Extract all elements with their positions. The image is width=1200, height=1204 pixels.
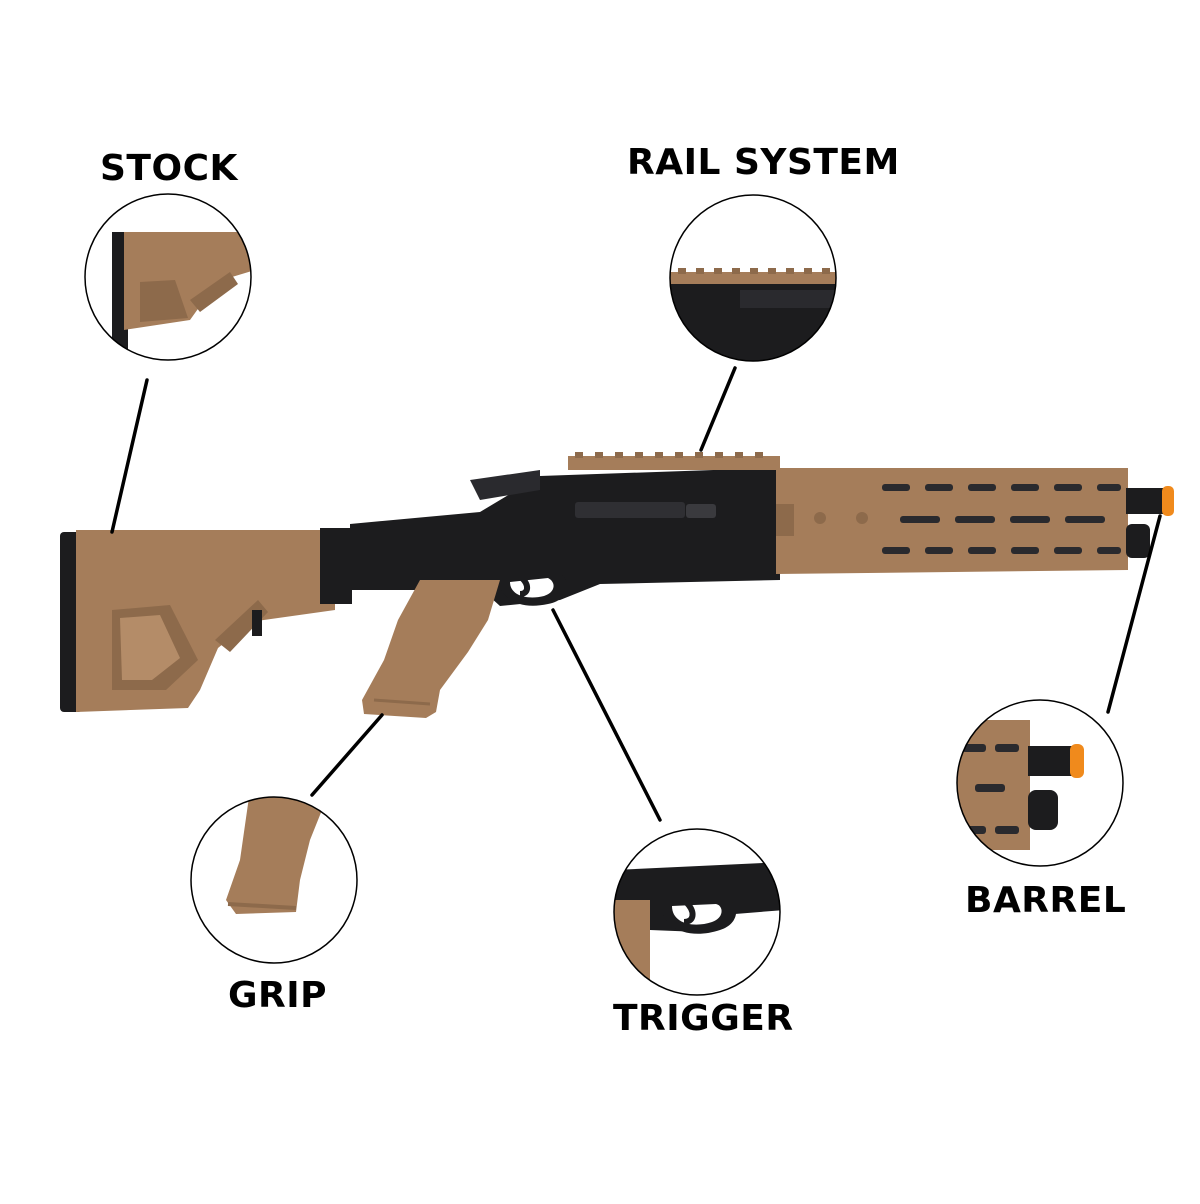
barrel-part [1126, 486, 1174, 558]
barrel-label: BARREL [965, 880, 1127, 921]
stock-part [60, 528, 352, 712]
handguard-part [776, 468, 1128, 574]
grip-part [362, 580, 500, 718]
grip-label: GRIP [228, 975, 328, 1016]
rail-system-leader-line [699, 366, 737, 452]
barrel-callout [956, 699, 1124, 867]
trigger-part [498, 574, 568, 606]
barrel-leader-line [1106, 514, 1162, 714]
leader-lines [110, 366, 1162, 822]
stock-leader-line [110, 378, 149, 534]
grip-leader-line [310, 713, 384, 797]
trigger-leader-line [551, 608, 662, 822]
stock-callout [84, 193, 252, 361]
rail-system-callout [669, 194, 837, 362]
trigger-label: TRIGGER [613, 998, 794, 1039]
trigger-callout [613, 828, 781, 996]
stock-label: STOCK [100, 148, 238, 189]
receiver-part [350, 452, 780, 606]
grip-callout [190, 796, 358, 964]
shotgun-image [60, 452, 1174, 718]
rail-system-label: RAIL SYSTEM [627, 142, 900, 183]
